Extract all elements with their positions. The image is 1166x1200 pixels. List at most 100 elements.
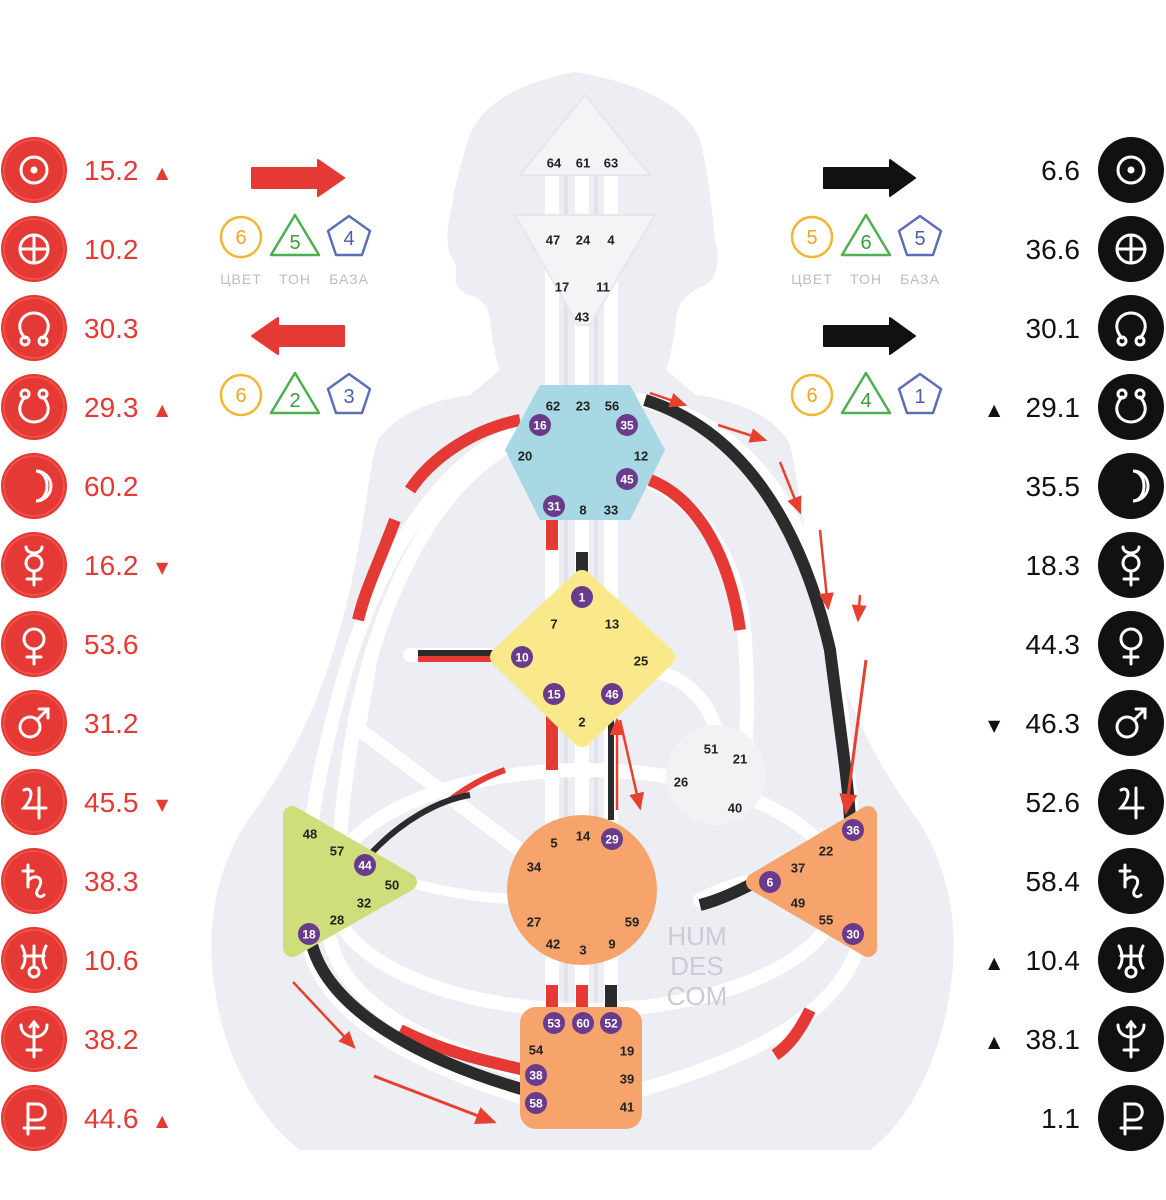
gate-number: 48 xyxy=(303,827,317,842)
gate-61[interactable]: 61 xyxy=(576,156,590,171)
gate-8[interactable]: 8 xyxy=(579,503,586,518)
sacral-center[interactable] xyxy=(507,815,657,965)
design-planet-row[interactable]: 10.2 xyxy=(1,216,139,282)
gate-43[interactable]: 43 xyxy=(575,310,589,325)
personality-planet-row[interactable]: 44.3 xyxy=(1026,611,1165,677)
gate-11[interactable]: 11 xyxy=(596,280,610,295)
design-planet-row[interactable]: 31.2 xyxy=(1,690,139,756)
gate-33[interactable]: 33 xyxy=(604,503,618,518)
gate-45[interactable]: 45 xyxy=(616,468,638,490)
gate-42[interactable]: 42 xyxy=(546,937,560,952)
gate-32[interactable]: 32 xyxy=(357,896,371,911)
gate-63[interactable]: 63 xyxy=(604,156,618,171)
gate-12[interactable]: 12 xyxy=(634,449,648,464)
gate-38[interactable]: 38 xyxy=(525,1064,547,1086)
gate-22[interactable]: 22 xyxy=(819,844,833,859)
gate-14[interactable]: 14 xyxy=(576,829,591,844)
gate-59[interactable]: 59 xyxy=(625,915,639,930)
gate-39[interactable]: 39 xyxy=(620,1072,634,1087)
personality-planet-row[interactable]: 6.6 xyxy=(1041,137,1164,203)
gate-7[interactable]: 7 xyxy=(550,617,557,632)
gate-37[interactable]: 37 xyxy=(791,861,805,876)
g-center[interactable] xyxy=(490,570,675,747)
gate-64[interactable]: 64 xyxy=(547,156,562,171)
gate-2[interactable]: 2 xyxy=(578,715,585,730)
gate-23[interactable]: 23 xyxy=(576,399,590,414)
gate-58[interactable]: 58 xyxy=(525,1092,547,1114)
personality-planet-row[interactable]: 30.1 xyxy=(1026,295,1165,361)
gate-44[interactable]: 44 xyxy=(354,854,376,876)
gate-10[interactable]: 10 xyxy=(511,646,533,668)
design-planet-row[interactable]: 60.2 xyxy=(1,453,139,519)
gate-6[interactable]: 6 xyxy=(759,871,781,893)
design-planet-row[interactable]: 45.5▼ xyxy=(1,769,169,835)
personality-planet-row[interactable]: 52.6 xyxy=(1026,769,1165,835)
design-planet-row[interactable]: 15.2▲ xyxy=(1,137,169,203)
gate-17[interactable]: 17 xyxy=(555,280,569,295)
personality-planet-row[interactable]: 18.3 xyxy=(1026,532,1165,598)
gate-60[interactable]: 60 xyxy=(572,1012,594,1034)
gate-28[interactable]: 28 xyxy=(330,913,344,928)
gate-21[interactable]: 21 xyxy=(733,752,747,767)
gate-55[interactable]: 55 xyxy=(819,913,833,928)
personality-planet-row[interactable]: 36.6 xyxy=(1026,216,1165,282)
gate-4[interactable]: 4 xyxy=(607,233,615,248)
personality-planet-row[interactable]: 58.4 xyxy=(1026,848,1165,914)
gate-41[interactable]: 41 xyxy=(620,1100,634,1115)
spleen-center[interactable] xyxy=(283,806,417,957)
root-center[interactable] xyxy=(520,1007,642,1129)
gate-62[interactable]: 62 xyxy=(546,399,560,414)
gate-46[interactable]: 46 xyxy=(601,683,623,705)
personality-planet-value: 18.3 xyxy=(1026,550,1081,581)
gate-16[interactable]: 16 xyxy=(529,414,551,436)
gate-25[interactable]: 25 xyxy=(634,654,648,669)
gate-47[interactable]: 47 xyxy=(546,233,560,248)
gate-13[interactable]: 13 xyxy=(605,617,619,632)
gate-24[interactable]: 24 xyxy=(576,233,591,248)
design-planet-row[interactable]: 16.2▼ xyxy=(1,532,169,598)
gate-57[interactable]: 57 xyxy=(330,844,344,859)
gate-30[interactable]: 30 xyxy=(842,923,864,945)
personality-planet-row[interactable]: 38.1▲ xyxy=(988,1006,1164,1072)
gate-15[interactable]: 15 xyxy=(543,683,565,705)
design-planet-row[interactable]: 38.2 xyxy=(1,1006,139,1072)
gate-1[interactable]: 1 xyxy=(571,586,593,608)
gate-18[interactable]: 18 xyxy=(298,923,320,945)
gate-29[interactable]: 29 xyxy=(601,828,623,850)
design-planet-row[interactable]: 44.6▲ xyxy=(1,1085,169,1151)
gate-20[interactable]: 20 xyxy=(518,449,532,464)
design-planet-row[interactable]: 38.3 xyxy=(1,848,139,914)
gate-53[interactable]: 53 xyxy=(543,1012,565,1034)
gate-5[interactable]: 5 xyxy=(550,836,557,851)
gate-50[interactable]: 50 xyxy=(385,878,399,893)
personality-planet-row[interactable]: 10.4▲ xyxy=(988,927,1164,993)
gate-40[interactable]: 40 xyxy=(728,801,742,816)
gate-56[interactable]: 56 xyxy=(605,399,619,414)
solar-plexus-center[interactable] xyxy=(746,806,877,957)
gate-49[interactable]: 49 xyxy=(791,896,805,911)
head-center[interactable] xyxy=(519,94,651,176)
gate-48[interactable]: 48 xyxy=(303,827,317,842)
personality-planet-row[interactable]: 35.5 xyxy=(1026,453,1165,519)
gate-34[interactable]: 34 xyxy=(527,860,542,875)
gate-19[interactable]: 19 xyxy=(620,1044,634,1059)
gate-3[interactable]: 3 xyxy=(579,943,586,958)
design-planet-row[interactable]: 10.6 xyxy=(1,927,139,993)
personality-planet-row[interactable]: 29.1▲ xyxy=(988,374,1164,440)
gate-9[interactable]: 9 xyxy=(608,937,615,952)
design-planet-row[interactable]: 29.3▲ xyxy=(1,374,169,440)
personality-planet-row[interactable]: 46.3▼ xyxy=(988,690,1164,756)
gate-26[interactable]: 26 xyxy=(674,775,688,790)
ajna-center[interactable] xyxy=(514,214,656,326)
gate-51[interactable]: 51 xyxy=(704,742,718,757)
gate-27[interactable]: 27 xyxy=(527,915,541,930)
design-planet-row[interactable]: 53.6 xyxy=(1,611,139,677)
gate-31[interactable]: 31 xyxy=(543,495,565,517)
ego-center[interactable] xyxy=(666,725,766,825)
design-planet-row[interactable]: 30.3 xyxy=(1,295,139,361)
gate-54[interactable]: 54 xyxy=(529,1043,544,1058)
gate-35[interactable]: 35 xyxy=(616,414,638,436)
gate-52[interactable]: 52 xyxy=(600,1012,622,1034)
gate-36[interactable]: 36 xyxy=(842,819,864,841)
personality-planet-row[interactable]: 1.1 xyxy=(1041,1085,1164,1151)
